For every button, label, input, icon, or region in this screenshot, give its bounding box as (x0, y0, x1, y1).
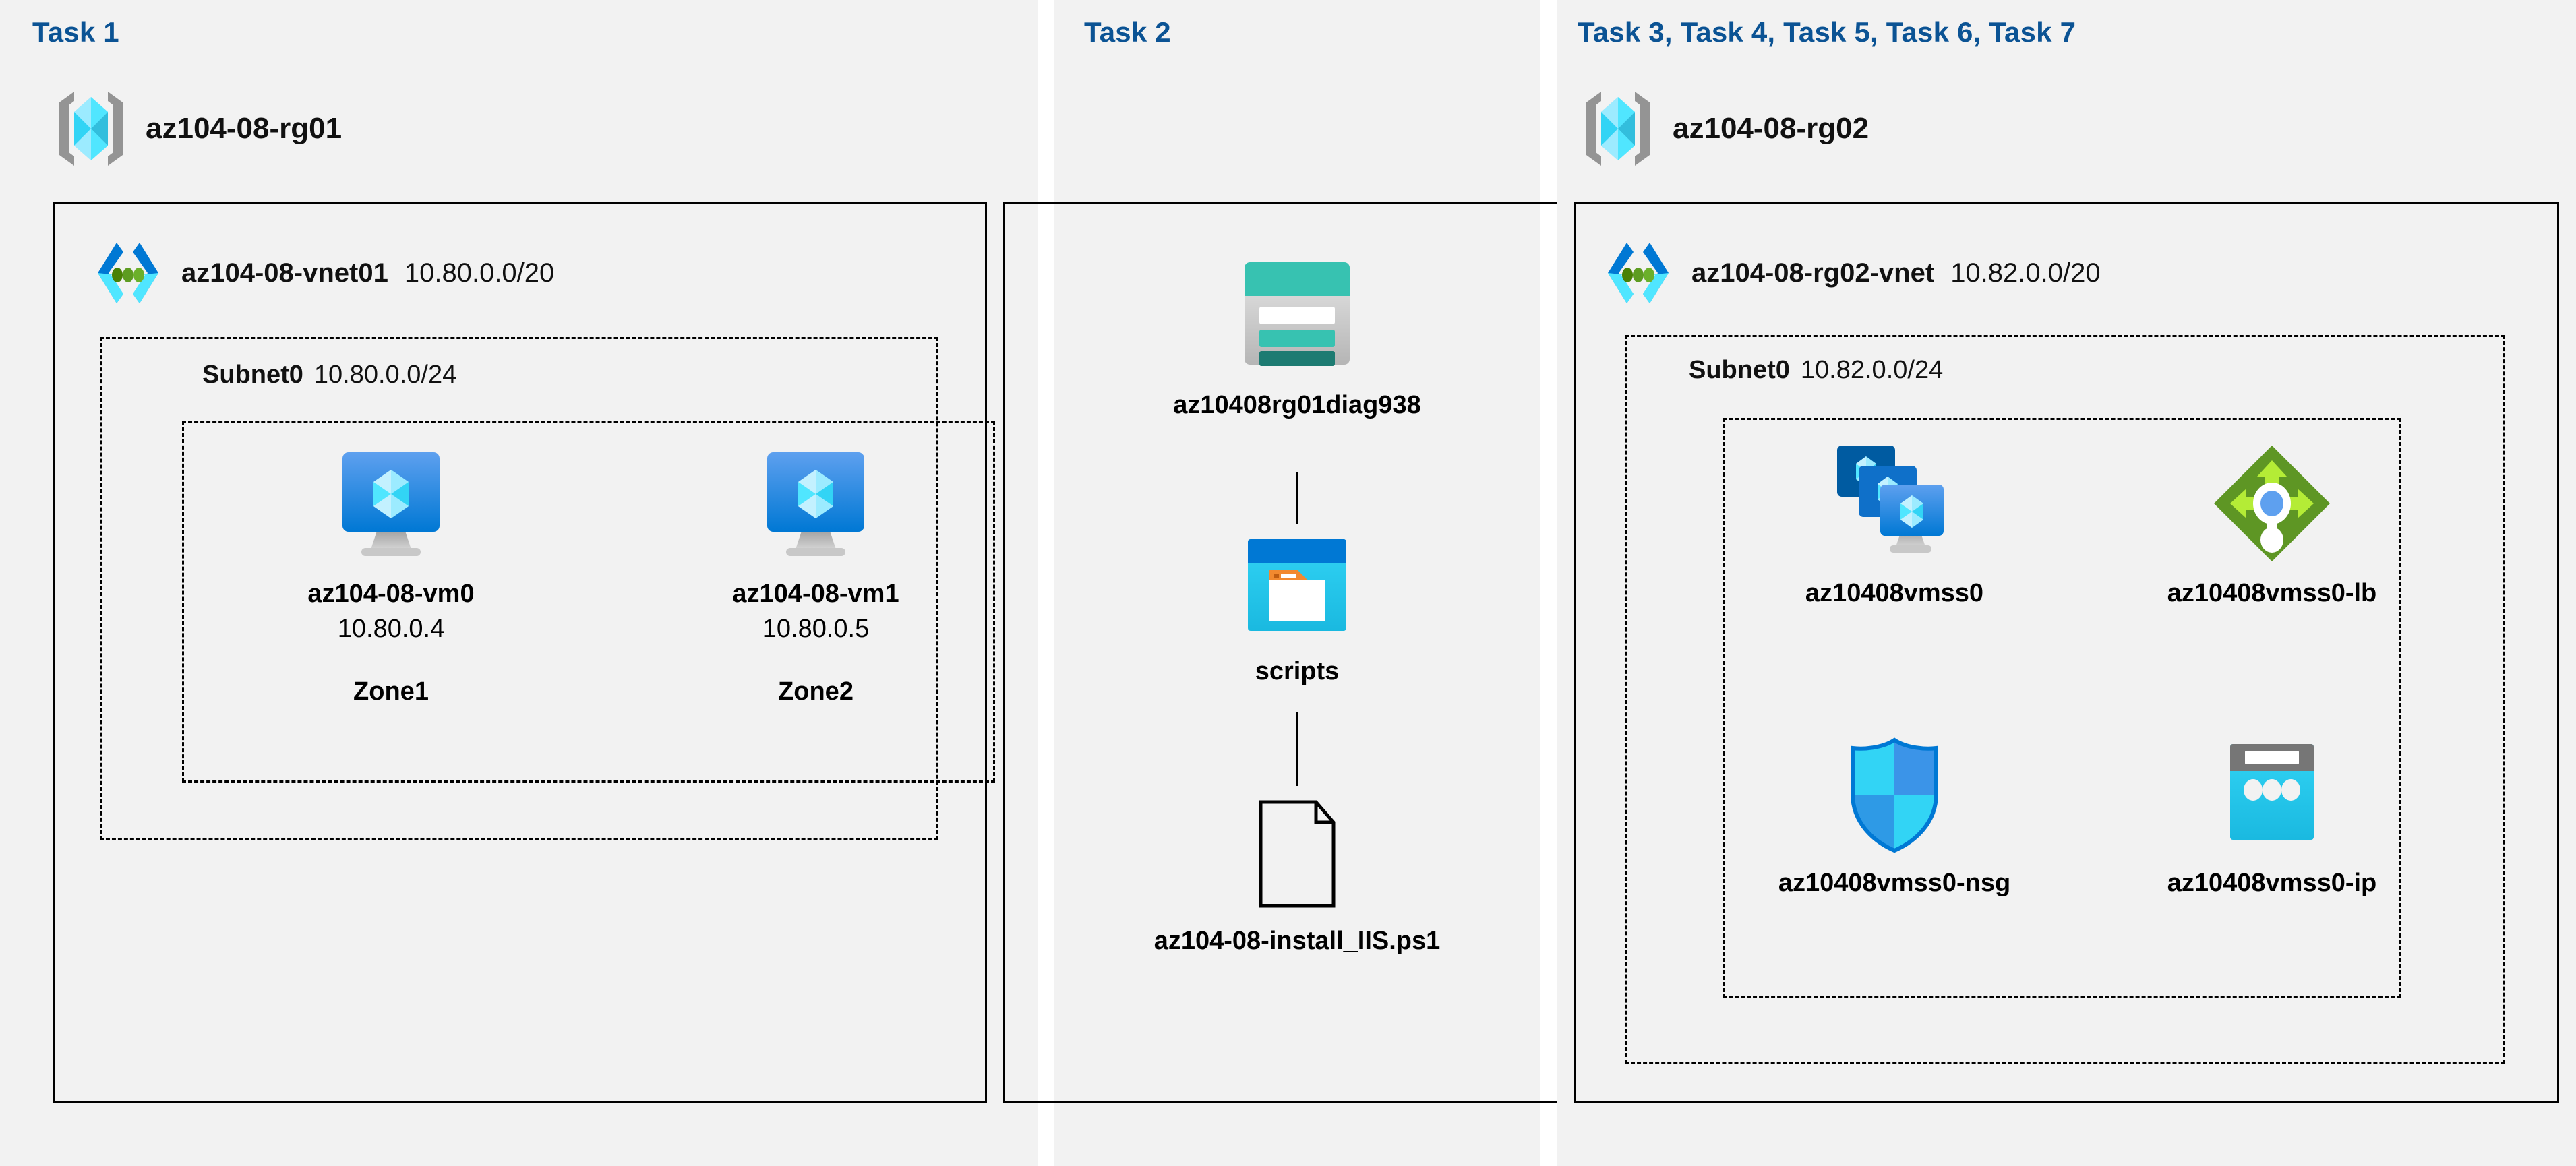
nsg-label: az10408vmss0-nsg (1778, 869, 2011, 897)
connector-storage-to-container (1296, 472, 1298, 524)
panel-task-3-7: Task 3, Task 4, Task 5, Task 6, Task 7 a… (1557, 0, 2576, 1166)
virtual-machine-icon (337, 448, 445, 563)
vnet-cidr-az104-08-vnet01: 10.80.0.0/20 (404, 257, 555, 288)
resources-group-box (1723, 418, 2401, 998)
panel-task-2: Task 2 az10408rg01diag938 (1003, 0, 1595, 1166)
nsg-node[interactable]: az10408vmss0-nsg (1760, 735, 2029, 898)
virtual-network-icon (91, 236, 165, 310)
vnet-name-az104-08-rg02-vnet: az104-08-rg02-vnet (1691, 257, 1935, 288)
storage-account-node[interactable]: az10408rg01diag938 (1129, 253, 1466, 421)
vm0-name: az104-08-vm0 (307, 580, 475, 608)
resource-group-rg01: az104-08-rg01 (54, 88, 342, 170)
public-ip-label: az10408vmss0-ip (2167, 869, 2377, 897)
vnet-box-az104-08-rg02-vnet (1574, 202, 2559, 1103)
zone-box (182, 421, 995, 783)
virtual-network-icon (1601, 236, 1675, 310)
vmss-label: az10408vmss0 (1805, 579, 1984, 607)
subnet-header-subnet0: Subnet0 10.80.0.0/24 (202, 361, 456, 390)
resource-group-rg01-label: az104-08-rg01 (146, 112, 342, 145)
vnet-box-az104-08-vnet01 (53, 202, 987, 1103)
vm0-zone: Zone1 (353, 677, 429, 706)
subnet-name: Subnet0 (202, 361, 303, 389)
file-label: az104-08-install_IIS.ps1 (1154, 927, 1441, 955)
public-ip-address-icon (2218, 735, 2326, 856)
vm1-name: az104-08-vm1 (732, 580, 899, 608)
subnet-box-subnet0 (100, 337, 938, 840)
storage-account-label: az10408rg01diag938 (1173, 391, 1421, 419)
virtual-machine-icon (762, 448, 870, 563)
vm0-ip: 10.80.0.4 (337, 614, 445, 643)
vnet-header-az104-08-vnet01: az104-08-vnet01 10.80.0.0/20 (91, 236, 554, 310)
storage-account-icon (1230, 253, 1365, 374)
public-ip-node[interactable]: az10408vmss0-ip (2137, 735, 2407, 898)
vnet-name-az104-08-vnet01: az104-08-vnet01 (181, 257, 388, 288)
vmss-node[interactable]: az10408vmss0 (1760, 441, 2029, 609)
vm-node-az104-08-vm1[interactable]: az104-08-vm1 10.80.0.5 Zone2 (647, 448, 984, 706)
file-node[interactable]: az104-08-install_IIS.ps1 (1129, 797, 1466, 956)
blob-container-node[interactable]: scripts (1129, 532, 1466, 687)
load-balancer-icon (2210, 441, 2335, 566)
blob-container-icon (1240, 532, 1354, 640)
subnet-cidr: 10.82.0.0/24 (1800, 356, 1944, 384)
task-3-7-title: Task 3, Task 4, Task 5, Task 6, Task 7 (1578, 16, 2076, 48)
vnet-cidr-az104-08-rg02-vnet: 10.82.0.0/20 (1950, 257, 2101, 288)
network-security-group-icon (1840, 735, 1948, 856)
resource-group-icon (1581, 88, 1655, 170)
task-1-title: Task 1 (32, 16, 119, 48)
subnet-name: Subnet0 (1689, 356, 1790, 384)
task-2-title: Task 2 (1084, 16, 1171, 48)
vm-node-az104-08-vm0[interactable]: az104-08-vm0 10.80.0.4 Zone1 (222, 448, 560, 706)
subnet-header-subnet0-rg02: Subnet0 10.82.0.0/24 (1689, 356, 1943, 385)
file-document-icon (1250, 797, 1344, 911)
resource-group-rg02-label: az104-08-rg02 (1673, 112, 1869, 145)
resource-group-icon (54, 88, 128, 170)
subnet-cidr: 10.80.0.0/24 (313, 361, 457, 389)
vm-scale-set-icon (1830, 441, 1958, 566)
resource-group-rg02: az104-08-rg02 (1581, 88, 1869, 170)
load-balancer-node[interactable]: az10408vmss0-lb (2137, 441, 2407, 609)
connector-container-to-file (1296, 712, 1298, 786)
load-balancer-label: az10408vmss0-lb (2167, 579, 2377, 607)
panel-task-1: Task 1 az104-08-rg01 (0, 0, 1038, 1166)
vm1-ip: 10.80.0.5 (762, 614, 870, 643)
vnet-header-az104-08-rg02-vnet: az104-08-rg02-vnet 10.82.0.0/20 (1601, 236, 2101, 310)
blob-container-label: scripts (1255, 657, 1340, 685)
vm1-zone: Zone2 (778, 677, 853, 706)
subnet-box-subnet0-rg02 (1625, 335, 2505, 1064)
